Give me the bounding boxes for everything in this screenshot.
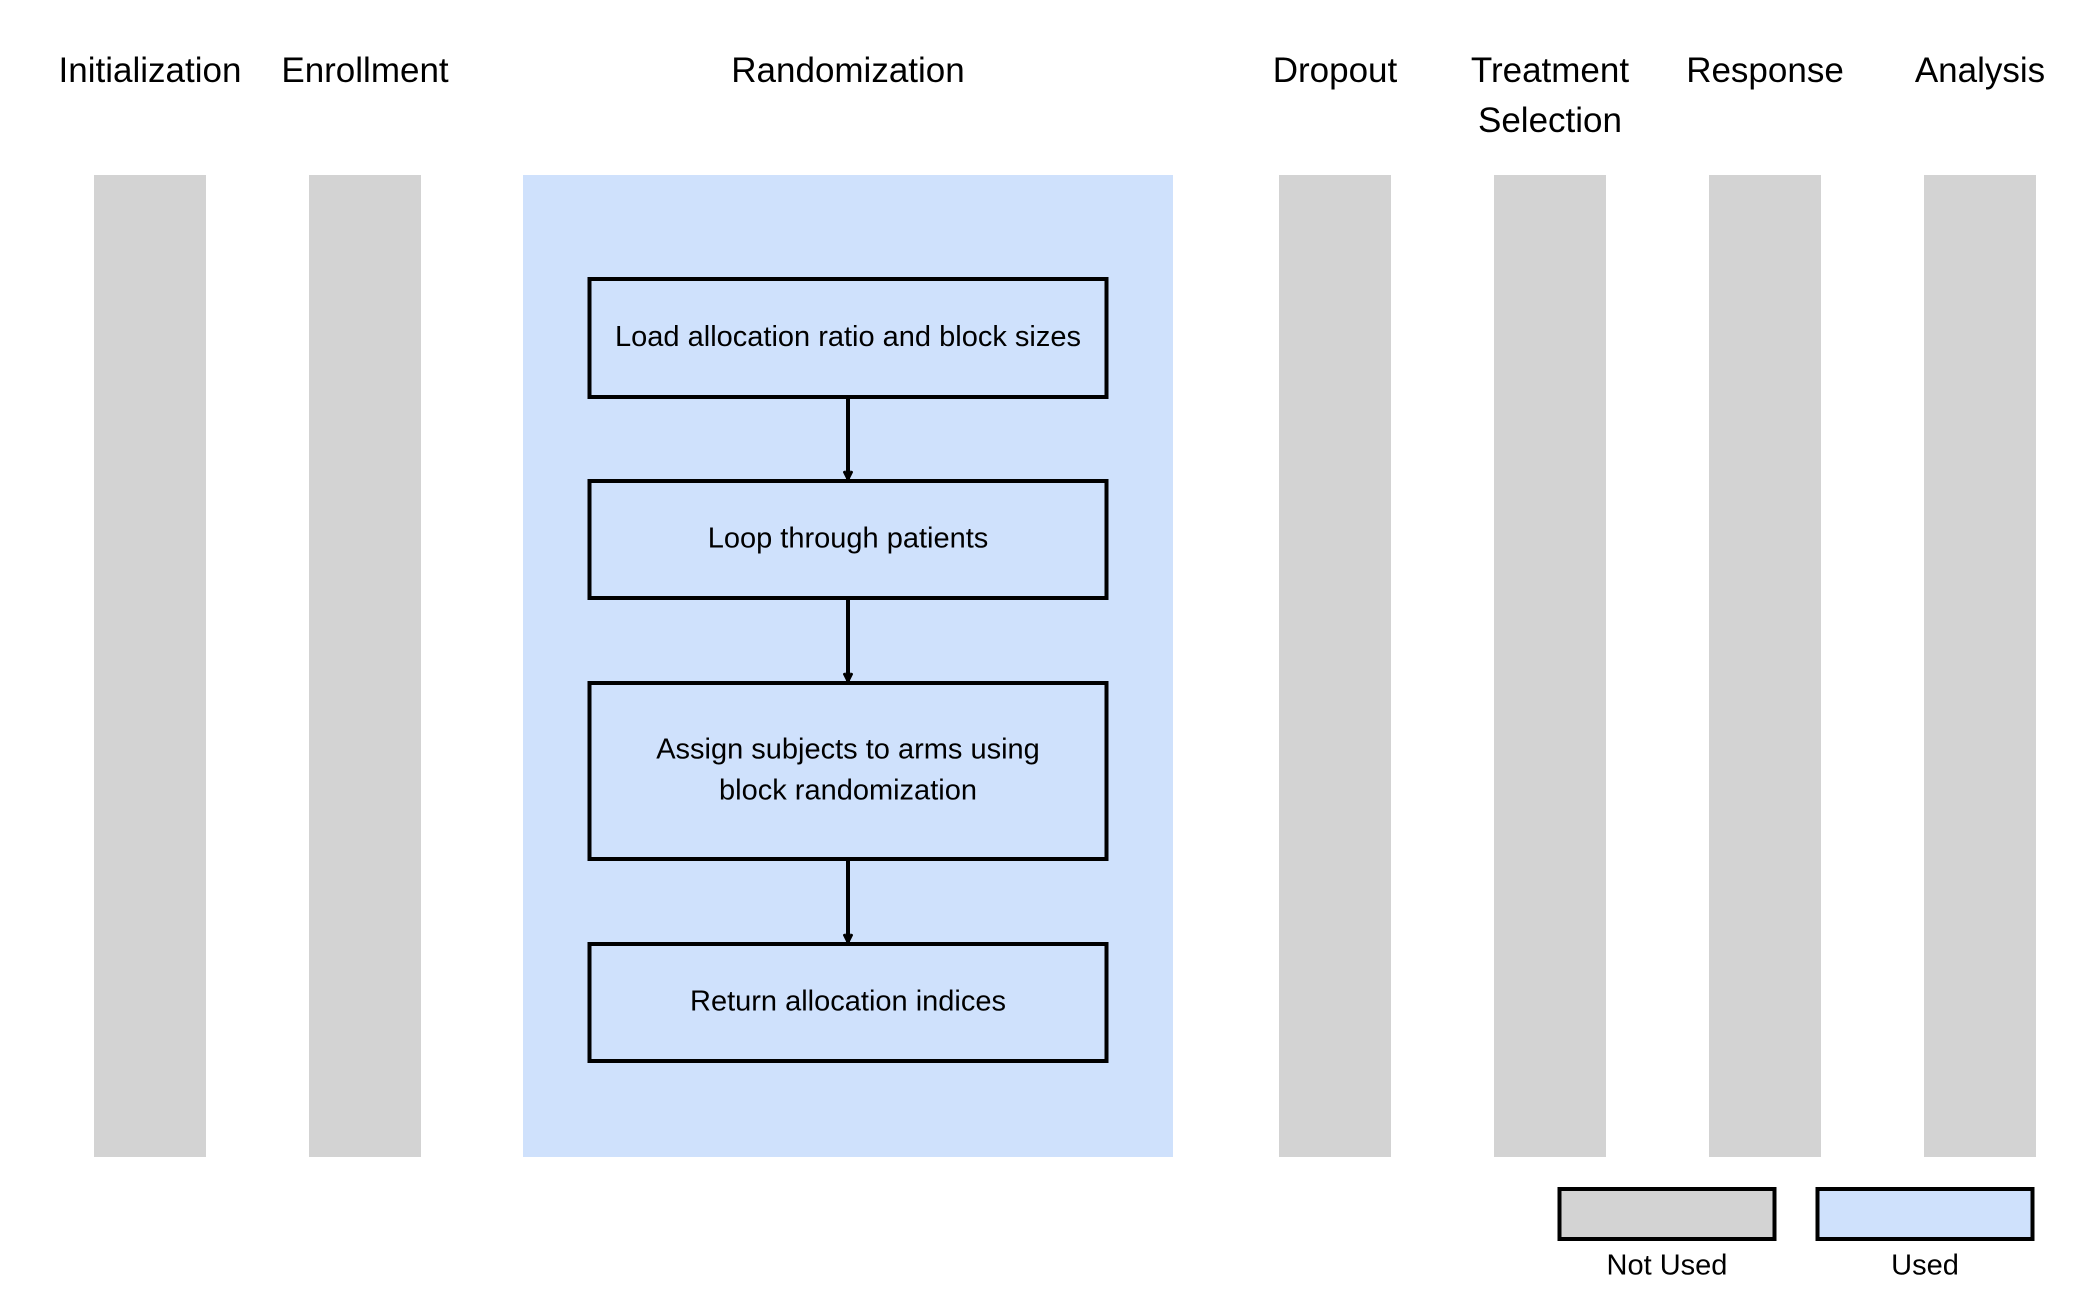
step-box-rect [587,479,1109,600]
stage-label-line: Analysis [1915,51,2045,90]
step-text-line: Load allocation ratio and block sizes [615,321,1081,353]
step-box-rect [587,942,1109,1063]
step-text: Load allocation ratio and block sizes [615,321,1081,353]
legend-label-not-used: Not Used [1607,1250,1728,1282]
stage-label-analysis: Analysis [1915,51,2045,90]
stage-label-line: Randomization [731,51,964,90]
step-box-4: Return allocation indices [587,942,1109,1063]
step-text-line: Loop through patients [708,522,989,554]
step-text-line: Return allocation indices [690,985,1006,1017]
stage-dropout: Dropout [1273,51,1398,1157]
stage-label-line: Selection [1478,101,1622,140]
step-text: Loop through patients [708,522,989,554]
stage-response: Response [1686,51,1844,1157]
stage-label-line: Dropout [1273,51,1398,90]
legend: Not Used Used [1557,1187,2035,1282]
stage-column-enrollment [309,175,421,1157]
legend-item-not-used: Not Used [1557,1187,1777,1282]
stage-initialization: Initialization [59,51,242,1157]
stage-column-analysis [1924,175,2036,1157]
stage-analysis: Analysis [1915,51,2045,1157]
stage-label-line: Response [1686,51,1844,90]
stage-column-dropout [1279,175,1391,1157]
stage-column-initialization [94,175,206,1157]
legend-swatch-not-used [1557,1187,1777,1241]
stage-column-treatment-selection [1494,175,1606,1157]
randomization-steps: Load allocation ratio and block sizesLoo… [587,277,1109,1063]
step-box-rect [587,277,1109,399]
stage-label-dropout: Dropout [1273,51,1398,90]
legend-item-used: Used [1815,1187,2035,1282]
stage-label-response: Response [1686,51,1844,90]
stage-enrollment: Enrollment [281,51,449,1157]
stage-label-enrollment: Enrollment [281,51,449,90]
step-text-line: block randomization [719,774,977,806]
step-box-2: Loop through patients [587,479,1109,600]
stage-column-response [1709,175,1821,1157]
step-box-3: Assign subjects to arms using block rando… [587,681,1109,861]
step-box-1: Load allocation ratio and block sizes [587,277,1109,399]
step-text: Return allocation indices [690,985,1006,1017]
legend-swatch-used [1815,1187,2035,1241]
stage-label-line: Treatment [1471,51,1629,90]
stage-label-line: Enrollment [281,51,449,90]
step-box-rect [587,681,1109,861]
stage-label-line: Initialization [59,51,242,90]
legend-label-used: Used [1891,1250,1959,1282]
step-text-line: Assign subjects to arms using [656,733,1040,765]
step-text: Assign subjects to arms using block rando… [656,733,1040,806]
stage-label-initialization: Initialization [59,51,242,90]
stage-label-randomization: Randomization [731,51,964,90]
